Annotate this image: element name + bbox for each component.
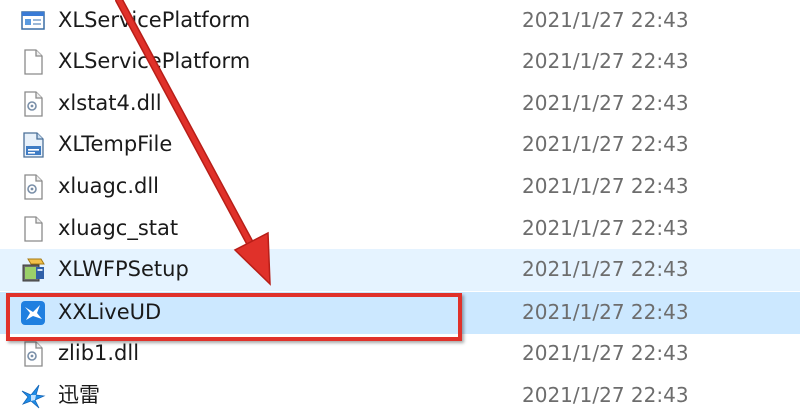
blank-file-icon	[24, 49, 43, 75]
file-date: 2021/1/27 22:43	[522, 174, 689, 198]
application-window-icon	[21, 11, 45, 30]
file-row-xlserviceplatform[interactable]: XLServicePlatform 2021/1/27 22:43	[0, 41, 800, 83]
setup-installer-icon	[22, 258, 45, 282]
blank-file-icon	[24, 216, 43, 242]
file-date: 2021/1/27 22:43	[522, 49, 689, 73]
file-row-xunlei[interactable]: 迅雷 2021/1/27 22:43	[0, 375, 800, 417]
file-row-xluagc-dll[interactable]: xluagc.dll 2021/1/27 22:43	[0, 166, 800, 208]
file-date: 2021/1/27 22:43	[522, 91, 689, 115]
file-name: 迅雷	[58, 383, 100, 407]
file-row-xlserviceplatform-exe[interactable]: XLServicePlatform 2021/1/27 22:43	[0, 0, 800, 42]
file-name: xluagc.dll	[58, 174, 159, 198]
file-date: 2021/1/27 22:43	[522, 341, 689, 365]
dll-file-icon	[24, 91, 43, 117]
file-date: 2021/1/27 22:43	[522, 300, 689, 324]
file-name: xluagc_stat	[58, 216, 179, 240]
file-name: xlstat4.dll	[58, 91, 162, 115]
dll-file-icon	[24, 341, 43, 367]
file-row-xxliveud[interactable]: XXLiveUD 2021/1/27 22:43	[0, 292, 800, 334]
temp-file-icon	[23, 132, 44, 158]
file-name: XLWFPSetup	[58, 257, 189, 281]
file-date: 2021/1/27 22:43	[522, 216, 689, 240]
file-date: 2021/1/27 22:43	[522, 383, 689, 407]
file-name: XLTempFile	[58, 132, 173, 156]
file-date: 2021/1/27 22:43	[522, 8, 689, 32]
file-name: XXLiveUD	[58, 300, 162, 324]
file-row-xlwfpsetup[interactable]: XLWFPSetup 2021/1/27 22:43	[0, 249, 800, 291]
thunder-bird-icon	[21, 301, 45, 325]
file-name: zlib1.dll	[58, 341, 140, 365]
thunder-app-icon	[21, 384, 46, 409]
file-date: 2021/1/27 22:43	[522, 132, 689, 156]
annotation-highlight-box	[6, 293, 462, 341]
file-date: 2021/1/27 22:43	[522, 257, 689, 281]
file-name: XLServicePlatform	[58, 8, 251, 32]
dll-file-icon	[24, 174, 43, 200]
file-row-xlstat4-dll[interactable]: xlstat4.dll 2021/1/27 22:43	[0, 83, 800, 125]
file-row-zlib1-dll[interactable]: zlib1.dll 2021/1/27 22:43	[0, 333, 800, 375]
file-row-xltempfile[interactable]: XLTempFile 2021/1/27 22:43	[0, 124, 800, 166]
file-row-xluagc-stat[interactable]: xluagc_stat 2021/1/27 22:43	[0, 208, 800, 250]
